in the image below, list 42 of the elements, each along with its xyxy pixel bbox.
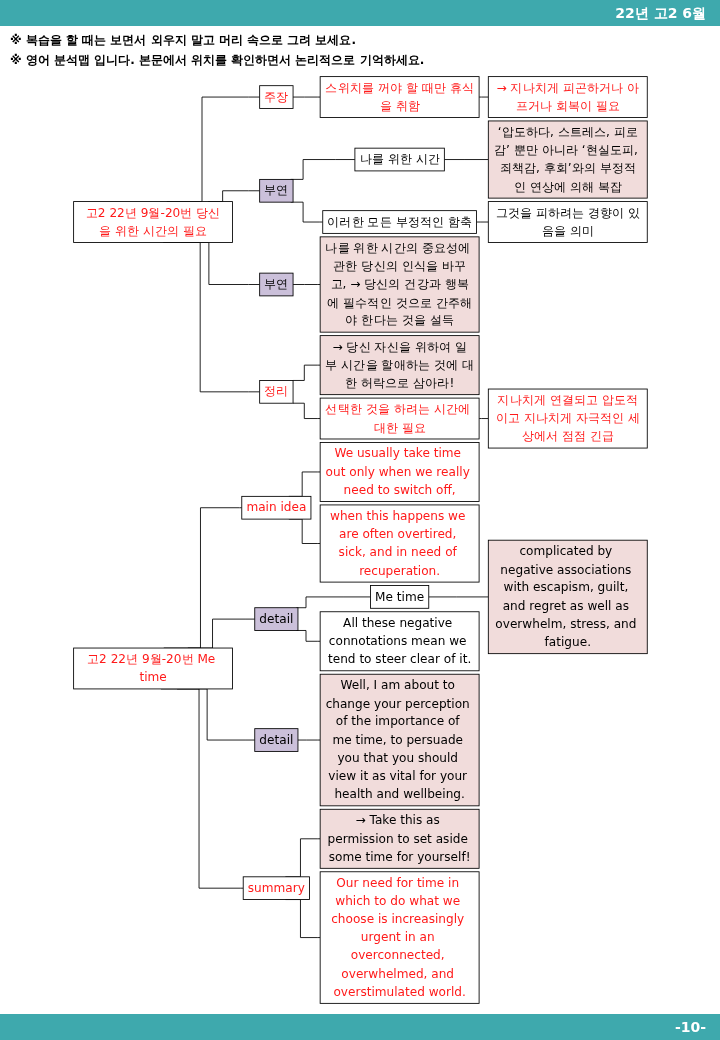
node-box: 부연 <box>258 272 294 297</box>
node-box: when this happens we are often overtired, sick, and in need of recuperation. <box>319 504 480 583</box>
node-box: → 당신 자신을 위하여 일부 시간을 할애하는 것에 대한 허락으로 삼아라! <box>319 335 480 396</box>
node-box: Our need for time in which to do what we choose is increasingly urgent in an overconnected, overwhelmed, and overstimulated world. <box>319 871 480 1004</box>
connector <box>297 739 321 741</box>
connector <box>292 96 321 98</box>
node-box: Well, I am about to change your perception of the importance of me time, to persuade you that you should view it as vital for your health and wellbeing. <box>319 673 480 807</box>
node-box: → 지나치게 피곤하거나 아프거나 회복이 필요 <box>487 76 648 118</box>
node-box: detail <box>253 728 298 752</box>
connector <box>443 159 489 160</box>
node-box: main idea <box>240 495 311 520</box>
node-box: All these negative connotations mean we tend to steer clear of it. <box>319 611 480 672</box>
node-box: summary <box>242 876 310 900</box>
node-box: 나를 위한 시간의 중요성에 관한 당신의 인식을 바꾸고, → 당신의 건강과 행복에 필수적인 것으로 간주해야 한다는 것을 설득 <box>319 236 480 333</box>
node-box: 스위치를 꺼야 할 때만 휴식을 취함 <box>319 76 480 118</box>
node-box: 주장 <box>258 85 294 109</box>
node-box: 그것을 피하려는 경향이 있음을 의미 <box>487 201 648 243</box>
node-box: Me time <box>369 585 429 609</box>
connector <box>478 96 489 98</box>
instruction-note: ※ 영어 분석맵 입니다. 본문에서 위치를 확인하면서 논리적으로 기억하세요. <box>10 52 425 69</box>
node-box: 지나치게 연결되고 압도적이고 지나치게 자극적인 세상에서 점점 긴급 <box>487 388 648 449</box>
connector <box>292 284 321 285</box>
node-box: 고2 22년 9월-20번 당신을 위한 시간의 필요 <box>72 201 233 243</box>
node-box: 정리 <box>258 380 294 404</box>
node-box: We usually take time out only when we really need to switch off, <box>319 442 480 502</box>
node-box: 이러한 모든 부정적인 함축 <box>321 210 477 234</box>
node-box: 나를 위한 시간 <box>354 147 445 172</box>
connector <box>475 221 489 223</box>
node-box: → Take this as permission to set aside some time for yourself! <box>319 808 480 869</box>
node-box: 고2 22년 9월-20번 Me time <box>72 647 233 690</box>
node-box: ‘압도하다, 스트레스, 피로감’ 뿐만 아니라 ‘현실도피, 죄책감, 후회’와의 부정적인 연상에 의해 복잡 <box>487 120 648 199</box>
node-box: detail <box>253 607 298 631</box>
node-box: 선택한 것을 하려는 시간에 대한 필요 <box>319 397 480 440</box>
instruction-note: ※ 복습을 할 때는 보면서 외우지 말고 머리 속으로 그려 보세요. <box>10 32 356 49</box>
node-box: 부연 <box>258 179 294 203</box>
header-text: 22년 고2 6월 <box>615 4 706 23</box>
node-box: complicated by negative associations with escapism, guilt, and regret as well as overwhelm, stress, and fatigue. <box>487 539 648 655</box>
connector <box>292 364 321 381</box>
connector <box>292 402 321 419</box>
connector <box>478 418 489 419</box>
page-number: -10- <box>674 1018 706 1037</box>
connector <box>427 596 489 598</box>
